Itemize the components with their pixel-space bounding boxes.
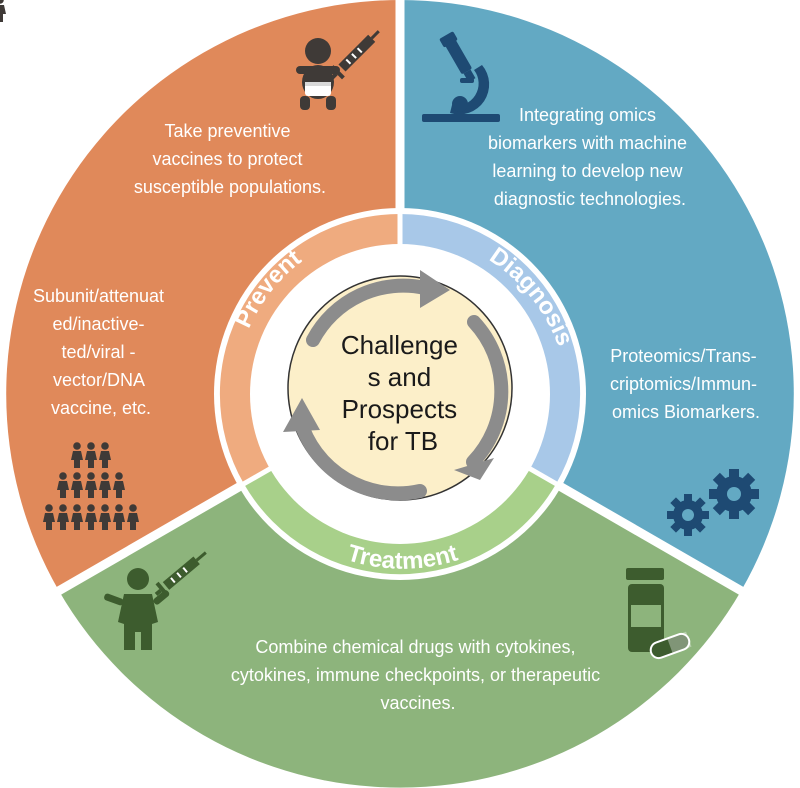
center-hub: Challenge s and Prospects for TB xyxy=(283,270,513,501)
treatment-sector xyxy=(59,394,741,788)
microscope-icon xyxy=(422,31,500,122)
medicine-bottle-icon xyxy=(626,568,692,660)
center-line-3: Prospects xyxy=(342,394,458,424)
person-syringe-icon xyxy=(104,551,207,650)
center-line-4: for TB xyxy=(368,426,438,456)
cycle-arrows-icon xyxy=(293,278,509,501)
treatment-text: Combine chemical drugs with cytokines, c… xyxy=(231,637,605,713)
center-title: Challenge s and Prospects for TB xyxy=(341,330,465,456)
baby-vaccine-icon xyxy=(296,30,380,110)
population-icon xyxy=(0,0,139,530)
gears-icon xyxy=(667,469,759,536)
diagnosis-text-top: Integrating omics biomarkers with machin… xyxy=(488,105,692,209)
prevent-text-top: Take preventive vaccines to protect susc… xyxy=(134,121,326,197)
prevent-text-left: Subunit/attenuat ed/inactive- ted/viral … xyxy=(33,286,169,418)
center-line-1: Challenge xyxy=(341,330,458,360)
diagnosis-text-right: Proteomics/Trans- criptomics/Immun- omic… xyxy=(610,346,762,422)
center-line-2: s and xyxy=(368,362,432,392)
